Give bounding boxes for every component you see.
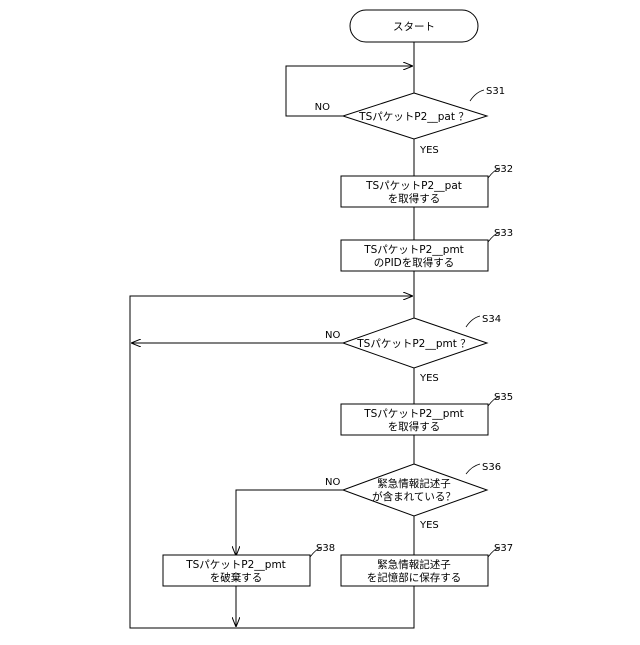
s36-yes-label: YES: [419, 520, 439, 531]
s36-line-1: 緊急情報記述子: [377, 477, 451, 490]
decision-s36: 緊急情報記述子 が含まれている？: [343, 464, 487, 516]
start-node: スタート: [350, 10, 478, 42]
s37-line-1: 緊急情報記述子: [377, 558, 451, 571]
s36-line-2: が含まれている？: [372, 490, 456, 503]
decision-s31: TSパケットP2__pat ？: [343, 93, 487, 139]
s37-line-2: を記憶部に保存する: [367, 571, 462, 584]
s34-no-label: NO: [325, 330, 340, 341]
s34-id: S34: [482, 314, 501, 325]
s32-line-2: を取得する: [388, 193, 441, 205]
edge-s37-loop: [236, 586, 414, 628]
decision-s34: TSパケットP2__pmt ？: [343, 318, 487, 368]
s34-leader: [466, 316, 480, 327]
s31-leader: [470, 90, 484, 101]
s31-no-label: NO: [315, 102, 330, 113]
process-s32: TSパケットP2__pat を取得する: [341, 176, 488, 207]
s38-id: S38: [316, 543, 335, 554]
s36-id: S36: [482, 462, 501, 473]
s32-line-1: TSパケットP2__pat: [365, 180, 462, 192]
s36-leader: [466, 464, 480, 474]
s36-no-label: NO: [325, 477, 340, 488]
process-s33: TSパケットP2__pmt のPIDを取得する: [341, 240, 488, 271]
s35-line-1: TSパケットP2__pmt: [363, 408, 464, 420]
s31-text: TSパケットP2__pat ？: [358, 111, 469, 123]
s33-id: S33: [494, 228, 513, 239]
s35-id: S35: [494, 392, 513, 403]
process-s38: TSパケットP2__pmt を破棄する: [163, 555, 310, 586]
s35-line-2: を取得する: [388, 421, 441, 433]
s34-yes-label: YES: [419, 373, 439, 384]
process-s37: 緊急情報記述子 を記憶部に保存する: [341, 555, 488, 586]
s33-line-1: TSパケットP2__pmt: [363, 244, 464, 256]
s34-text: TSパケットP2__pmt ？: [356, 338, 470, 350]
s38-line-2: を破棄する: [210, 571, 263, 584]
s37-id: S37: [494, 543, 513, 554]
s38-line-1: TSパケットP2__pmt: [185, 559, 286, 571]
process-s35: TSパケットP2__pmt を取得する: [341, 404, 488, 435]
s33-line-2: のPIDを取得する: [374, 257, 455, 269]
start-label: スタート: [393, 21, 435, 33]
s32-id: S32: [494, 164, 513, 175]
s31-yes-label: YES: [419, 145, 439, 156]
s31-id: S31: [486, 86, 505, 97]
